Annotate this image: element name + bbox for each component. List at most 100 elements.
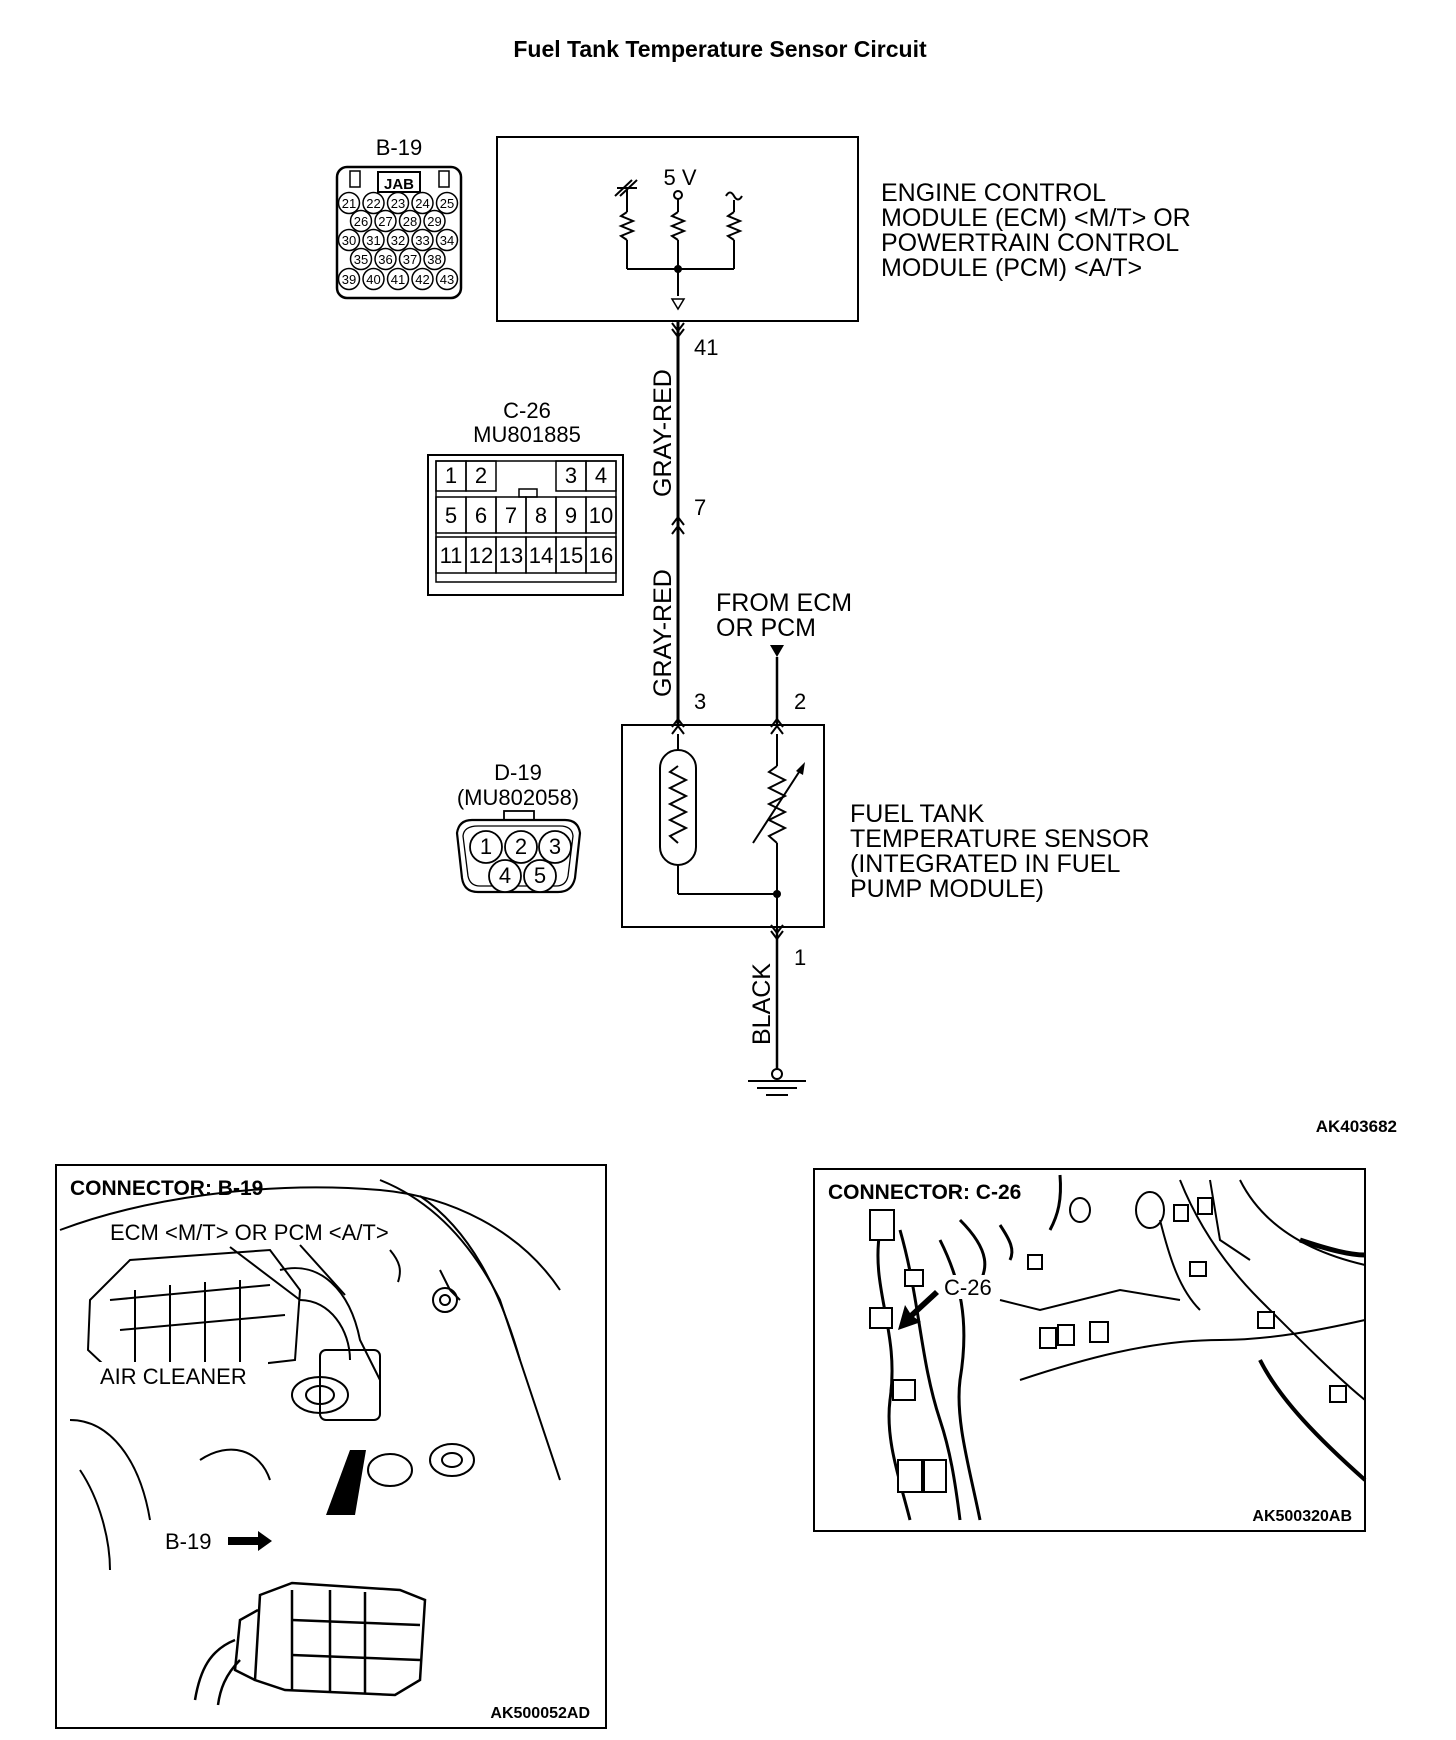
b19-pin-number: 28 — [403, 214, 417, 229]
c26-pin-number: 8 — [535, 503, 547, 528]
b19-pointer-arrow-icon — [326, 1450, 366, 1515]
sensor-label-line-4: PUMP MODULE) — [850, 875, 1044, 903]
ground-wire — [770, 924, 784, 1080]
terminal-7: 7 — [694, 495, 706, 520]
c26-pin-number: 6 — [475, 503, 487, 528]
b19-pin-number: 33 — [415, 233, 429, 248]
fuel-tank-temperature-sensor — [621, 724, 825, 928]
b19-pin — [386, 228, 410, 252]
b19-pin — [411, 191, 434, 215]
b19-pin-number: 43 — [440, 272, 454, 287]
b19-pin-number: 36 — [378, 252, 392, 267]
b19-pin — [337, 267, 361, 291]
b19-pin — [423, 247, 446, 271]
terminal-1: 1 — [794, 945, 806, 970]
c26-pin-number: 4 — [595, 463, 607, 488]
b19-pin-number: 25 — [440, 196, 454, 211]
b19-pin-number: 27 — [378, 214, 392, 229]
b19-pin-number: 37 — [403, 252, 417, 267]
d19-label: D-19 — [494, 760, 542, 785]
c26-pin-number: 12 — [469, 543, 493, 568]
wire-color-ground: BLACK — [748, 963, 776, 1045]
b19-pin-number: 39 — [342, 272, 356, 287]
c26-pin-number: 1 — [445, 463, 457, 488]
b19-pin — [349, 247, 373, 271]
c26-cell — [465, 460, 497, 492]
c26-photo-code: AK500320AB — [1252, 1508, 1352, 1525]
d19-pin-number: 4 — [499, 863, 511, 888]
d19-pin — [538, 830, 572, 864]
supply-wire — [770, 645, 784, 735]
d19-pin-number: 2 — [515, 834, 527, 859]
b19-pin-number: 40 — [366, 272, 380, 287]
b19-pin — [423, 209, 446, 233]
d19-pin — [504, 830, 538, 864]
c26-cell — [585, 536, 617, 574]
from-ecm-line-1: FROM ECM — [716, 589, 852, 617]
ground-symbol-icon — [748, 1080, 806, 1096]
b19-pin-number: 41 — [391, 272, 405, 287]
b19-pin-number: 35 — [354, 252, 368, 267]
photo-panel-c26: CONNECTOR: C-26 C-26 AK500320AB — [813, 1168, 1367, 1532]
c26-pin-number: 7 — [505, 503, 517, 528]
b19-pin — [362, 191, 385, 215]
b19-photo-pointer-label: B-19 — [165, 1529, 211, 1554]
c26-pin-number: 2 — [475, 463, 487, 488]
ecm-label-line-3: POWERTRAIN CONTROL — [881, 229, 1179, 257]
c26-dash-illustration — [876, 1174, 1367, 1521]
wire-color-upper: GRAY-RED — [649, 369, 677, 497]
c26-pin-number: 11 — [440, 543, 463, 568]
c26-cell — [585, 460, 617, 492]
d19-pin — [523, 859, 557, 893]
b19-pin — [349, 209, 373, 233]
ecm-label-line-1: ENGINE CONTROL — [881, 179, 1106, 207]
b19-pin — [411, 228, 434, 252]
b19-engine-bay-illustration — [59, 1179, 561, 1571]
b19-badge: JAB — [384, 176, 414, 193]
b19-pin-number: 23 — [391, 196, 405, 211]
sensor-label-line-3: (INTEGRATED IN FUEL — [850, 850, 1120, 878]
c26-pin-number: 13 — [499, 543, 523, 568]
b19-pin — [435, 267, 459, 291]
b19-pin — [374, 209, 397, 233]
b19-pin-number: 34 — [440, 233, 454, 248]
b19-photo-code: AK500052AD — [490, 1705, 590, 1722]
b19-pin — [337, 191, 361, 215]
c26-pin-number: 10 — [589, 503, 613, 528]
d19-pin-number: 3 — [549, 834, 561, 859]
b19-pin-number: 38 — [427, 252, 441, 267]
ecm-voltage-label: 5 V — [663, 165, 696, 190]
b19-pin — [374, 247, 397, 271]
b19-pin — [435, 191, 459, 215]
b19-pin-number: 21 — [342, 196, 356, 211]
d19-pin — [488, 859, 522, 893]
b19-pin-number: 31 — [366, 233, 380, 248]
b19-pin-number: 29 — [427, 214, 441, 229]
c26-pointer-arrow-icon — [898, 1290, 939, 1330]
ecm-label-line-2: MODULE (ECM) <M/T> OR — [881, 204, 1191, 232]
c26-connector-blocks — [869, 1197, 1347, 1493]
c26-photo-pointer-label: C-26 — [944, 1275, 992, 1300]
ecm-unit-illustration — [193, 1581, 427, 1706]
b19-pin — [398, 209, 422, 233]
d19-part-number: (MU802058) — [457, 785, 579, 810]
ecm-module: 5 V — [496, 136, 859, 322]
photo-panel-b19: CONNECTOR: B-19 ECM <M/T> OR PCM <A/T> A… — [55, 1164, 607, 1729]
b19-pin — [362, 267, 385, 291]
b19-pin — [386, 191, 410, 215]
b19-pin-number: 22 — [366, 196, 380, 211]
terminal-41: 41 — [694, 335, 718, 360]
b19-photo-air-cleaner-label: AIR CLEANER — [100, 1364, 247, 1389]
b19-pin-number: 26 — [354, 214, 368, 229]
c26-pin-number: 15 — [559, 543, 583, 568]
sensor-label-line-2: TEMPERATURE SENSOR — [850, 825, 1150, 853]
sensor-label-line-1: FUEL TANK — [850, 800, 985, 828]
c26-part-number: MU801885 — [473, 422, 581, 447]
b19-pin-number: 42 — [415, 272, 429, 287]
b19-small-arrow-icon — [228, 1531, 272, 1551]
c26-pin-number: 3 — [565, 463, 577, 488]
